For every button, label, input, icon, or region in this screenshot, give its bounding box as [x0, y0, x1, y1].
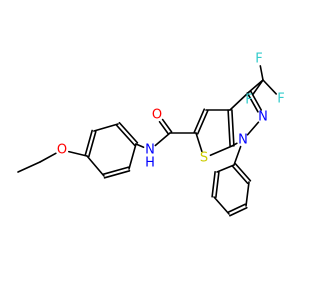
bond-CF3-F2	[262, 79, 277, 95]
bond-CF3-F1	[259, 65, 264, 81]
bond-pa5-pa6-b	[103, 170, 131, 179]
atom-nh-amide-h-label: H	[145, 156, 155, 171]
bond-C5-C4-a	[196, 109, 209, 135]
atom-o-carbonyl-label: O	[152, 108, 162, 123]
bond-ph1-ph2-a	[231, 165, 249, 185]
atom-s-thiophene: S	[200, 151, 208, 166]
atom-n2-pyrazole: N	[258, 110, 268, 125]
bond-pa1-pa2-b	[84, 129, 93, 157]
bond-ethylCH3-ethylCH2	[17, 161, 41, 173]
bond-ph5-ph6-a	[215, 171, 220, 199]
bond-O_ether-pa1	[68, 150, 88, 157]
bond-C5-C4-b	[193, 108, 206, 134]
atom-f2-label: F	[277, 92, 284, 107]
bond-C3-N2_pyrazole-a	[246, 92, 259, 113]
bond-pa4-NH_amide	[135, 143, 145, 149]
molecule-structure-diagram: O O N H S N N F F F	[17, 52, 285, 217]
bond-ph1-ph2-b	[234, 162, 252, 182]
bond-ph3-ph4-b	[229, 206, 248, 217]
atom-f2: F	[277, 92, 284, 107]
atom-n2-pyrazole-label: N	[258, 110, 268, 125]
atom-o-ether-label: O	[57, 143, 67, 158]
bond-S_thiophene-C5	[195, 132, 203, 153]
bond-N1_pyrazole-ph1	[233, 145, 242, 166]
atom-label-layer: O O N H S N N F F F	[57, 52, 285, 171]
bond-pa6-pa1	[86, 155, 105, 177]
bond-pa4-pa5	[128, 143, 137, 170]
bond-layer	[17, 65, 277, 217]
bond-pa2-pa3	[93, 123, 119, 132]
bond-C_amide-O_carbonyl-a	[161, 118, 173, 133]
bond-N2_pyrazole-N1_pyrazole	[246, 121, 260, 136]
atom-n1-pyrazole: N	[238, 133, 248, 148]
bond-C_amide-O_carbonyl-b	[158, 120, 170, 135]
bond-pa3-pa4-b	[118, 121, 139, 144]
bond-ph2-ph3	[245, 181, 250, 207]
atom-f3: F	[245, 93, 252, 108]
atom-f3-label: F	[245, 93, 252, 108]
bond-pa5-pa6-a	[102, 166, 130, 175]
bond-N1_pyrazole-C6a	[231, 142, 238, 147]
atom-n1-pyrazole-label: N	[238, 133, 248, 148]
bond-ph4-ph5	[213, 196, 230, 215]
bond-C3a-C3	[229, 91, 250, 111]
bond-ph3-ph4-a	[227, 203, 246, 214]
bond-pa1-pa2-a	[88, 130, 97, 158]
bond-ph6-ph1	[216, 164, 235, 173]
bond-CF3-F3	[252, 79, 264, 96]
atom-o-carbonyl: O	[152, 108, 162, 123]
bond-C3a-C6a-a	[227, 109, 231, 147]
bond-ph5-ph6-b	[211, 170, 216, 198]
atom-s-thiophene-label: S	[200, 151, 208, 166]
atom-nh-amide: N H	[145, 143, 155, 171]
bond-NH_amide-C_amide	[154, 132, 171, 147]
atom-f1: F	[255, 52, 262, 67]
bond-C3a-C6a-b	[231, 109, 235, 147]
bond-pa3-pa4-a	[115, 124, 136, 147]
atom-o-ether: O	[57, 143, 67, 158]
bond-ethylCH2-O_ether	[39, 152, 57, 163]
bond-C6a-S_thiophene	[209, 145, 233, 157]
atom-f1-label: F	[255, 52, 262, 67]
atom-nh-amide-label: N	[145, 143, 155, 158]
